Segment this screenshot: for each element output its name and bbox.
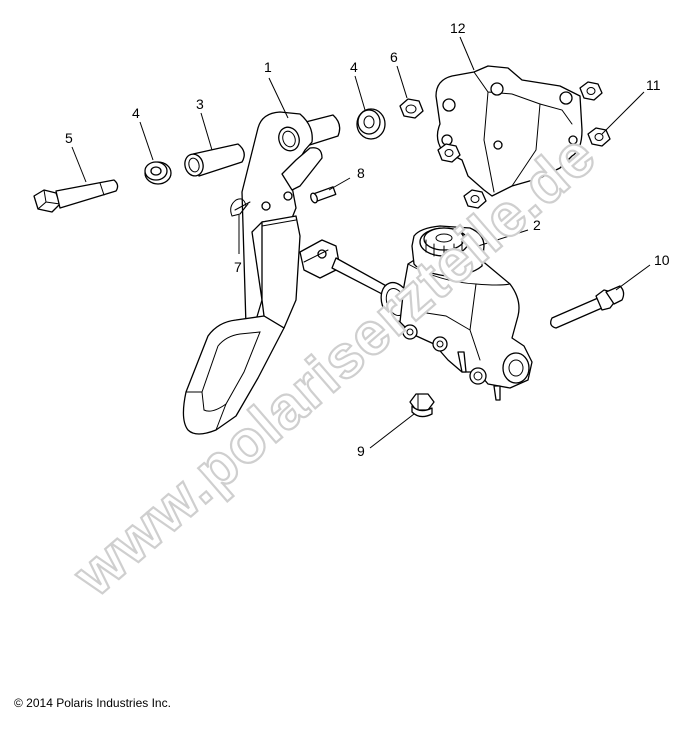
callout-4-right: 4 (350, 59, 358, 75)
callout-9: 9 (357, 443, 365, 459)
part-9-bolt (409, 393, 435, 418)
callout-11: 11 (646, 77, 661, 93)
part-4-washer-left (144, 161, 172, 185)
part-12-bracket (435, 65, 583, 197)
callout-5: 5 (65, 130, 73, 146)
callout-3: 3 (196, 96, 204, 112)
callout-6: 6 (390, 49, 398, 65)
part-1-pedal-arm (182, 111, 341, 435)
part-2-master-cylinder (299, 225, 533, 401)
part-7-clip (230, 198, 251, 217)
callout-10: 10 (654, 252, 670, 268)
part-6-nut (399, 98, 424, 119)
callout-4-left: 4 (132, 105, 140, 121)
part-4-washer-right (356, 108, 386, 140)
leader-lines (71, 36, 651, 449)
part-5-bolt (33, 179, 119, 213)
callout-8: 8 (357, 165, 365, 181)
part-8-pin (310, 186, 337, 204)
callout-2: 2 (533, 217, 541, 233)
callout-numbers: 1 2 3 4 4 5 6 7 8 9 10 11 12 (65, 20, 670, 459)
copyright-notice: © 2014 Polaris Industries Inc. (14, 696, 171, 710)
callout-7: 7 (234, 259, 242, 275)
part-3-sleeve (184, 143, 245, 177)
part-10-bolt (550, 285, 625, 329)
callout-12: 12 (450, 20, 466, 36)
callout-1: 1 (264, 59, 272, 75)
part-11-nuts (437, 81, 611, 209)
